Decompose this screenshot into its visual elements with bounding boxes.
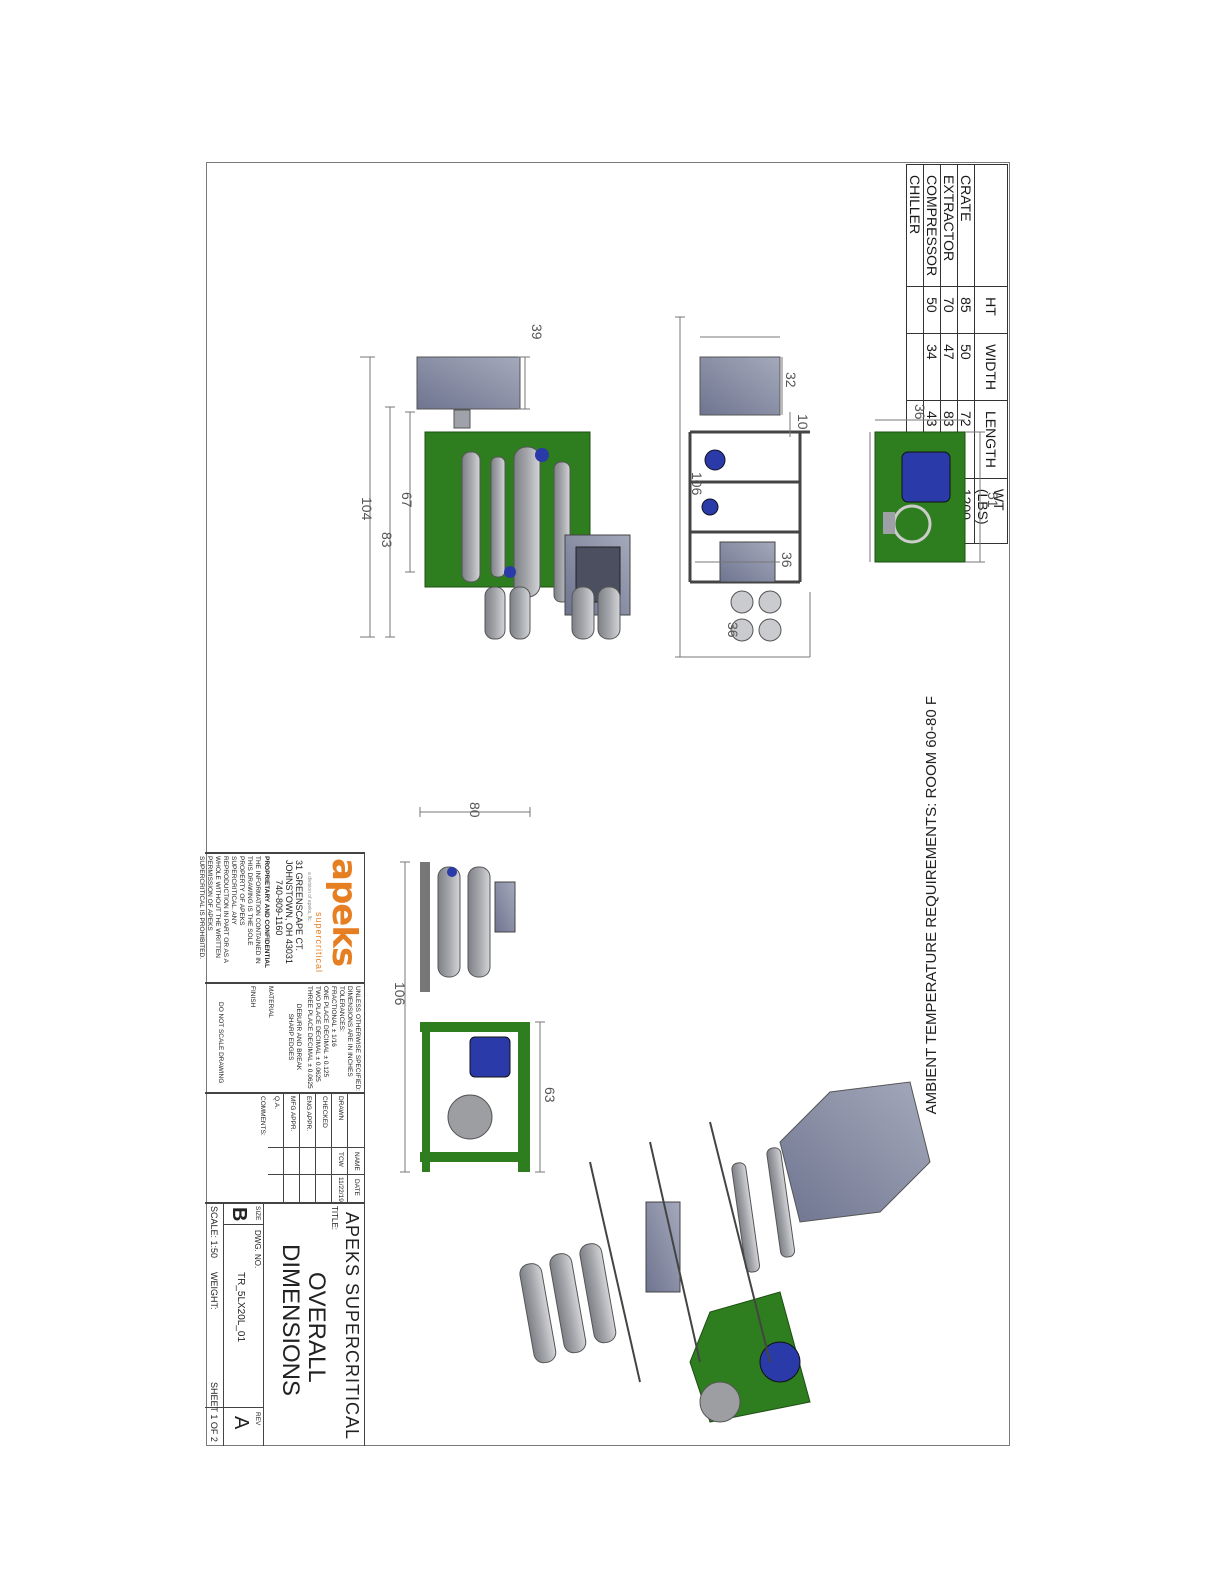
- tolerance-line-3: FRACTIONAL ± 1/16: [330, 986, 337, 1047]
- sheet-number: SHEET 1 OF 2: [209, 1382, 219, 1442]
- iso-cylinder-2: [549, 1253, 587, 1354]
- drawing-title-line-2: DIMENSIONS: [277, 1244, 304, 1397]
- dim-top-39: 39: [529, 324, 545, 340]
- deburr-note: DEBURR AND BREAK SHARP EDGES: [287, 1003, 302, 1071]
- dim-top-67: 67: [399, 492, 415, 508]
- logo-tagline: a division of apeks, llc.: [306, 872, 312, 923]
- tolerance-line-2: TOLERANCES:: [338, 986, 345, 1032]
- side-view-tank-end-2: [730, 590, 754, 614]
- dwg-no-label: DWG. NO.: [253, 1230, 262, 1269]
- front-view-compressor: [400, 861, 545, 1173]
- material-label: MATERIAL: [267, 986, 274, 1019]
- address-line-2: JOHNSTOWN, OH 43031: [284, 860, 294, 964]
- tolerance-line-5: TWO PLACE DECIMAL ± 0.0625: [314, 986, 321, 1082]
- phone-number: 740-809-1160: [274, 880, 284, 936]
- tolerance-line-1: DIMENSIONS ARE IN INCHES: [346, 986, 353, 1077]
- end-view-compressor: [869, 419, 985, 563]
- end-view-motor: [901, 451, 951, 503]
- proprietary-title: PROPRIETARY AND CONFIDENTIAL: [263, 856, 270, 968]
- rev-value: A: [230, 1416, 252, 1430]
- orthographic-views: 39 104 67 83: [359, 316, 1001, 1423]
- qa-label: Q.A.: [273, 1096, 280, 1110]
- title-block: apeks supercritical a division of apeks,…: [198, 852, 365, 1446]
- rev-label: REV: [254, 1412, 261, 1426]
- tolerance-line-6: THREE PLACE DECIMAL ± 0.0625: [306, 986, 313, 1089]
- company-name: APEKS SUPERCRITICAL: [342, 1212, 362, 1441]
- dim-right-51: 51: [985, 492, 1001, 508]
- side-view: [675, 316, 811, 658]
- scale-value: SCALE: 1:50: [209, 1206, 219, 1259]
- drawing-sheet-border: [206, 162, 1010, 1446]
- dim-right-32: 32: [783, 372, 799, 388]
- do-not-scale-note: DO NOT SCALE DRAWING: [217, 1002, 224, 1084]
- logo-subtitle: supercritical: [314, 912, 324, 974]
- dim-right-36c: 36: [912, 404, 928, 420]
- checked-label: CHECKED: [321, 1096, 328, 1128]
- front-view-motor: [469, 1036, 511, 1078]
- finish-label: FINISH: [249, 986, 256, 1008]
- dim-front-106: 106: [392, 982, 408, 1006]
- mfg-appr-label: MFG APPR.: [289, 1096, 296, 1132]
- size-value: B: [228, 1207, 250, 1222]
- dim-top-104: 104: [359, 497, 375, 521]
- isometric-view: [519, 1081, 931, 1423]
- drawn-date: 11/22/19: [337, 1177, 344, 1202]
- front-view-tank-2: [437, 866, 461, 978]
- dim-front-80: 80: [467, 802, 483, 818]
- drawn-label: DRAWN: [337, 1096, 344, 1121]
- dim-right-36a: 36: [725, 622, 741, 638]
- proprietary-text: THE INFORMATION CONTAINED IN THIS DRAWIN…: [198, 856, 261, 964]
- weight-label: WEIGHT:: [209, 1272, 219, 1310]
- iso-motor: [759, 1341, 801, 1383]
- col-name-label: NAME: [353, 1152, 360, 1171]
- dim-front-63: 63: [542, 1087, 558, 1103]
- top-view-cylinder-2: [571, 586, 595, 640]
- side-view-tank-end-1: [758, 590, 782, 614]
- comments-label: COMMENTS:: [259, 1096, 266, 1136]
- iso-chiller-box: [779, 1081, 931, 1223]
- dim-right-10: 10: [795, 414, 811, 430]
- address-line-1: 31 GREENSCAPE CT.: [294, 860, 304, 952]
- side-view-tank-end-3: [758, 618, 782, 642]
- company-logo: apeks: [324, 858, 364, 967]
- front-view-tank-1: [467, 866, 491, 978]
- side-view-tank-end-4: [730, 618, 754, 642]
- dim-right-36b: 36: [779, 552, 795, 568]
- top-view-cylinder-1: [597, 586, 621, 640]
- drawn-name: TCW: [337, 1152, 344, 1167]
- dim-top-83: 83: [379, 532, 395, 548]
- size-label: SIZE: [254, 1206, 261, 1221]
- iso-cylinder-1: [579, 1243, 617, 1344]
- iso-cylinder-3: [519, 1263, 557, 1364]
- side-view-chiller-box: [699, 356, 781, 416]
- ambient-temperature-note: AMBIENT TEMPERATURE REQUIREMENTS: ROOM 6…: [923, 696, 940, 1115]
- top-view-chiller-box: [416, 356, 521, 410]
- col-date-label: DATE: [353, 1179, 360, 1196]
- dim-right-106: 106: [689, 472, 705, 496]
- top-view: [360, 356, 631, 640]
- eng-appr-label: ENG APPR.: [305, 1096, 312, 1132]
- dwg-no-value: TR_5LX20L_01: [235, 1272, 246, 1343]
- tolerance-line-4: ONE PLACE DECIMAL ± 0.125: [322, 986, 329, 1078]
- tolerance-title: UNLESS OTHERWISE SPECIFIED:: [354, 986, 361, 1091]
- front-view: [419, 807, 531, 992]
- title-label: TITLE:: [330, 1206, 339, 1231]
- drawing-title-line-1: OVERALL: [303, 1272, 330, 1383]
